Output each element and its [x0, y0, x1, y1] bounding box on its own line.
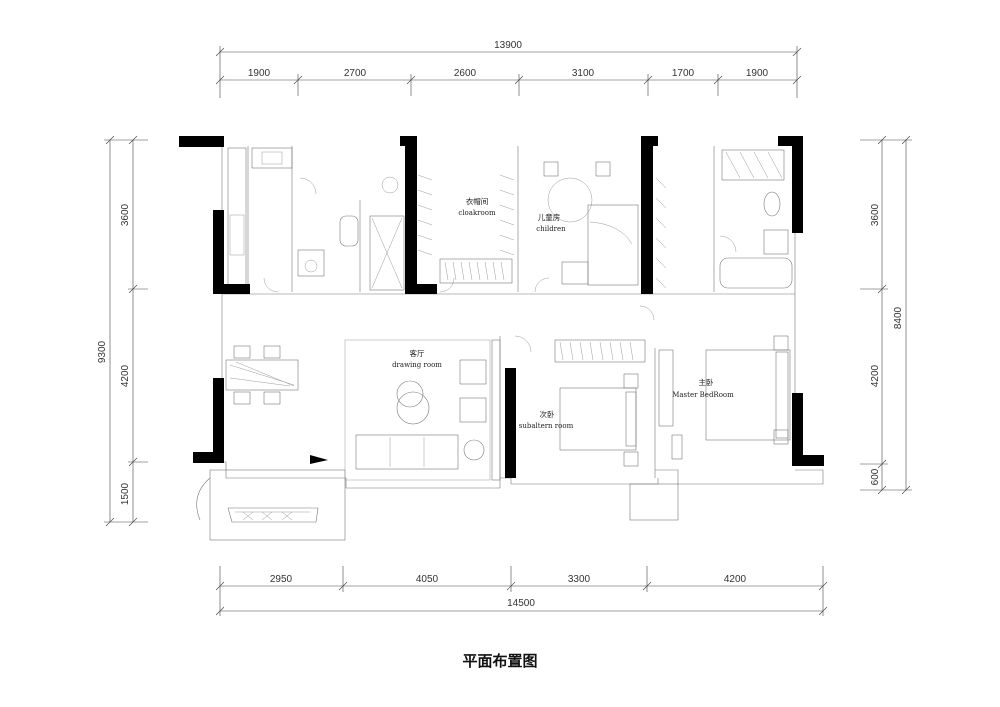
- walls: [179, 136, 824, 478]
- dim-bottom-total: 14500: [507, 598, 535, 609]
- bottom-dimensions: 2950 4050 3300 4200 14500: [215, 566, 828, 616]
- dim-top-seg-6: 1900: [746, 68, 769, 79]
- dim-top-seg-5: 1700: [672, 68, 695, 79]
- room-labels: 衣帽间 cloakroom 儿童房 children 客厅 drawing ro…: [392, 196, 734, 430]
- right-dimensions: 3600 4200 600 8400: [860, 135, 912, 495]
- dim-top-seg-2: 2700: [344, 68, 367, 79]
- label-children-en: children: [536, 225, 566, 233]
- dim-top-seg-3: 2600: [454, 68, 477, 79]
- dim-top-total: 13900: [494, 40, 522, 51]
- dim-left-total: 9300: [97, 340, 108, 363]
- dim-bottom-seg-1: 2950: [270, 574, 293, 585]
- dim-bottom-seg-4: 4200: [724, 574, 747, 585]
- dim-right-seg-2: 4200: [870, 364, 881, 387]
- label-cloakroom-cn: 衣帽间: [466, 196, 489, 206]
- left-dimensions: 9300 3600 4200 1500: [97, 135, 148, 527]
- dim-left-seg-3: 1500: [120, 482, 131, 505]
- top-dimensions: 13900 1900 2700 2600 3100 1700 1900: [215, 40, 802, 98]
- interior-lines: [196, 146, 824, 541]
- furniture: [225, 147, 793, 481]
- label-master-bedroom-cn: 主卧: [699, 377, 714, 387]
- dim-right-seg-3: 600: [870, 468, 881, 485]
- dim-bottom-seg-2: 4050: [416, 574, 439, 585]
- dim-bottom-seg-3: 3300: [568, 574, 591, 585]
- dim-left-seg-1: 3600: [120, 203, 131, 226]
- label-subaltern-room-en: subaltern room: [519, 422, 574, 430]
- dim-top-seg-1: 1900: [248, 68, 271, 79]
- dim-top-seg-4: 3100: [572, 68, 595, 79]
- plan-caption: 平面布置图: [462, 652, 538, 670]
- dim-left-seg-2: 4200: [120, 364, 131, 387]
- label-drawing-room-en: drawing room: [392, 361, 442, 369]
- dim-right-total: 8400: [893, 306, 904, 329]
- label-children-cn: 儿童房: [538, 212, 561, 222]
- label-cloakroom-en: cloakroom: [458, 209, 496, 217]
- label-subaltern-room-cn: 次卧: [540, 409, 555, 419]
- dim-right-seg-1: 3600: [870, 203, 881, 226]
- label-drawing-room-cn: 客厅: [410, 348, 425, 358]
- label-master-bedroom-en: Master BedRoom: [672, 391, 734, 399]
